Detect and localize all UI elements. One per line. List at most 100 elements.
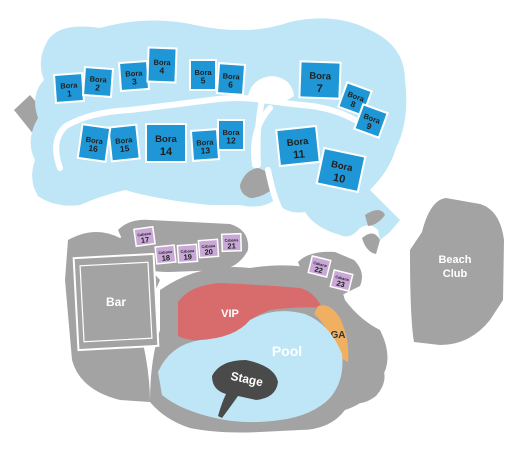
bar-area[interactable] [72,252,160,352]
bora-2-prefix: Bora [89,74,108,84]
bora-13-tile[interactable] [189,128,221,162]
bora-16-tile[interactable] [76,123,112,163]
bar-inner [79,261,153,343]
bora-6-tile[interactable] [215,62,247,96]
cabana-18-tile[interactable] [154,244,177,265]
vip-label: VIP [221,308,239,320]
right-gray-tip [365,210,385,226]
cabana-20-tile[interactable] [197,238,220,259]
cabana-21-tile[interactable] [220,232,243,253]
bora-7-prefix: Bora [309,71,332,83]
ga-label: GA [331,330,346,341]
bora-9-tile[interactable] [353,103,389,139]
bora-12-prefix: Bora [222,128,240,137]
path-gray-island [240,168,274,198]
cabana-17-tile[interactable] [133,225,156,248]
bora-5-prefix: Bora [194,68,212,77]
bora-2-tile[interactable] [81,65,115,99]
walkway [53,95,365,171]
bora-1-number: 1 [67,88,73,98]
bora-6-number: 6 [228,79,234,89]
cabana-19-tile[interactable] [176,243,199,264]
bora-12-number: 12 [226,136,236,146]
cabana-17-number: 17 [140,235,150,245]
cabana-22-prefix: Cabana [313,261,328,268]
cabana-18-number: 18 [161,253,170,263]
beach-club-label-line1: Beach [438,254,471,266]
vip-section[interactable] [178,283,322,341]
bora-16-number: 16 [88,143,99,154]
cabana-21-number: 21 [227,241,236,250]
walkway-loop [251,97,288,221]
cabana-19-number: 19 [183,252,192,262]
beach-club-area[interactable] [410,198,504,345]
bora-15-tile[interactable] [107,123,141,163]
bora-10-number: 10 [332,172,346,186]
bora-9-number: 9 [365,121,373,132]
cabana-21-prefix: Cabana [225,238,240,243]
bora-14-number: 14 [160,146,173,158]
bora-6-prefix: Bora [222,71,241,81]
bora-15-number: 15 [119,143,130,154]
cabana-23-prefix: Cabana [335,275,350,282]
cabana-22-tile[interactable] [307,255,332,278]
bora-10-tile[interactable] [315,146,367,194]
stage[interactable] [212,360,278,418]
beach-club-label-line2: Club [443,268,468,280]
bora-11-prefix: Bora [286,136,309,149]
bora-5-number: 5 [201,76,206,86]
ga-section[interactable] [314,305,349,362]
bora-1-prefix: Bora [60,80,79,90]
bora-4-number: 4 [159,65,164,75]
cabana-23-tile[interactable] [329,269,354,292]
bora-7-tile[interactable] [298,60,342,100]
cabana-23-number: 23 [336,279,346,290]
bora-16-prefix: Bora [85,135,104,146]
bora-3-number: 3 [132,76,138,86]
bora-13-prefix: Bora [196,137,215,147]
bora-7-number: 7 [316,83,323,95]
bora-4-prefix: Bora [153,58,171,68]
bora-14-tile[interactable] [145,123,187,163]
bora-15-prefix: Bora [115,135,134,146]
land-bottom-right [344,356,385,404]
bora-11-tile[interactable] [275,124,321,168]
bora-2-number: 2 [95,82,101,92]
bora-11-number: 11 [293,148,306,161]
pool-label: Pool [272,343,302,359]
cabana-18-prefix: Cabana [158,250,173,256]
bar-label: Bar [106,295,126,309]
bora-3-prefix: Bora [125,68,144,78]
cabana-22-number: 22 [314,265,324,276]
bora-5-tile[interactable] [189,59,217,91]
bora-10-prefix: Bora [330,159,354,174]
bora-4-tile[interactable] [146,46,178,84]
cabana-20-number: 20 [204,247,213,257]
bora-14-prefix: Bora [155,134,177,145]
cabana-17-prefix: Cabana [137,231,152,237]
cabana-19-prefix: Cabana [180,249,195,254]
